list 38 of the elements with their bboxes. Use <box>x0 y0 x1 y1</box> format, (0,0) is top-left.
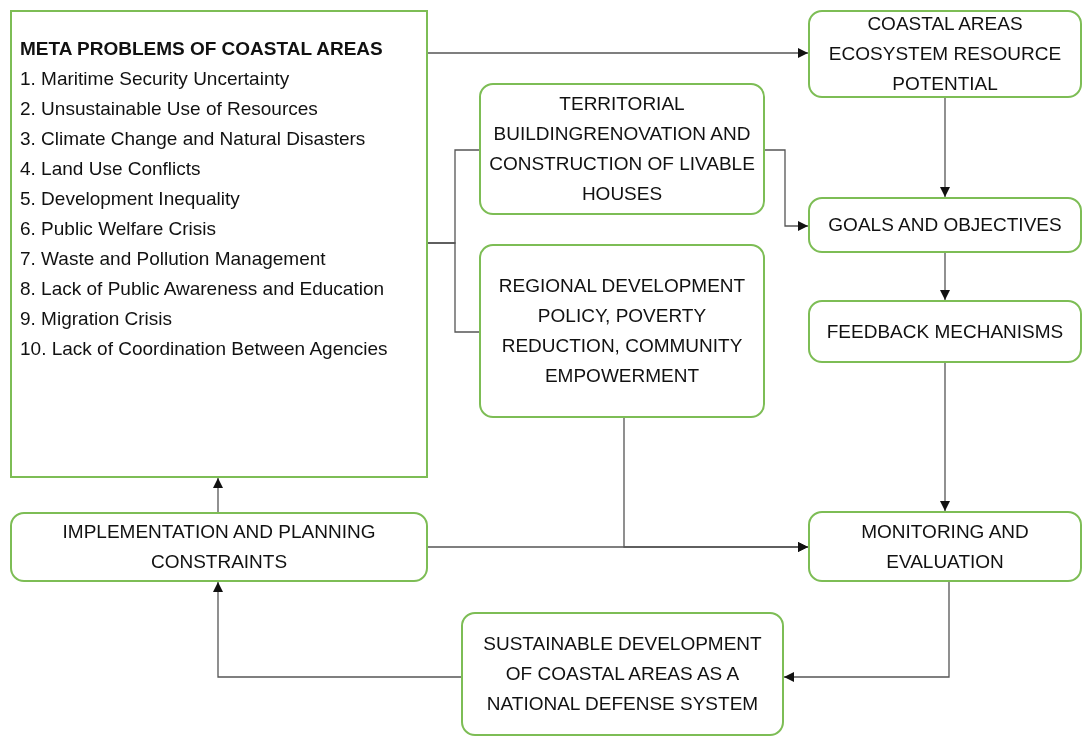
arrow <box>764 149 809 231</box>
box-label: REGIONAL DEVELOPMENT POLICY, POVERTY REDUCTION, COMMUNITY EMPOWERMENT <box>497 274 747 388</box>
list-item: 7. Waste and Pollution Management <box>20 247 327 271</box>
process-box <box>808 10 1082 98</box>
list-item: 1. Maritime Security Uncertainty <box>20 67 291 91</box>
list-box <box>10 10 428 478</box>
arrow <box>427 48 809 58</box>
list-item: 6. Public Welfare Crisis <box>20 217 218 241</box>
connector-line <box>427 242 480 333</box>
process-box <box>10 512 428 582</box>
arrow <box>623 417 809 552</box>
arrow <box>783 581 950 682</box>
arrow <box>213 581 462 678</box>
process-box <box>808 197 1082 253</box>
arrow <box>940 362 950 512</box>
process-box <box>808 300 1082 363</box>
arrow <box>940 97 950 198</box>
list-heading: META PROBLEMS OF COASTAL AREAS <box>20 37 384 61</box>
list-item: 10. Lack of Coordination Between Agencies <box>20 337 389 361</box>
process-box <box>461 612 784 736</box>
box-label: GOALS AND OBJECTIVES <box>827 213 1063 237</box>
box-label: TERRITORIAL BUILDINGRENOVATION AND CONSTRUCTION OF LIVABLE HOUSES <box>488 92 756 206</box>
box-label: MONITORING AND EVALUATION <box>860 519 1030 574</box>
list-item: 8. Lack of Public Awareness and Education <box>20 277 386 301</box>
list-item: 4. Land Use Conflicts <box>20 157 202 181</box>
arrow <box>213 477 223 513</box>
arrow <box>940 252 950 301</box>
list-item: 9. Migration Crisis <box>20 307 174 331</box>
process-box <box>479 244 765 418</box>
box-label: COASTAL AREAS ECOSYSTEM RESOURCE POTENTIAL <box>827 12 1063 96</box>
box-label: SUSTAINABLE DEVELOPMENT OF COASTAL AREAS AS A NATIONAL DEFENSE SYSTEM <box>482 632 763 716</box>
process-box <box>808 511 1082 582</box>
list-item: 2. Unsustainable Use of Resources <box>20 97 319 121</box>
list-item: 3. Climate Change and Natural Disasters <box>20 127 367 151</box>
box-label: FEEDBACK MECHANISMS <box>825 319 1065 344</box>
list-item: 5. Development Inequality <box>20 187 241 211</box>
process-box <box>479 83 765 215</box>
box-label: IMPLEMENTATION AND PLANNING CONSTRAINTS <box>61 520 377 574</box>
